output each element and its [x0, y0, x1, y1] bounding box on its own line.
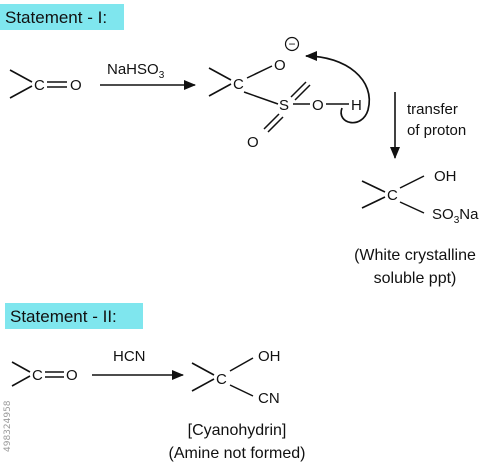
product1-bond-lower: [361, 196, 386, 209]
intermediate-hydrogen: H: [351, 97, 362, 114]
s-o-double-bond-upper-a: [290, 81, 307, 98]
proton-transfer-curved-arrow: [305, 51, 371, 124]
product2-bond-upper: [191, 362, 215, 376]
product2-c-cn-bond: [229, 384, 254, 397]
s-o-double-bond-upper-b: [294, 84, 311, 101]
reactant2-bond-lower: [11, 375, 31, 387]
product2-note-line2: (Amine not formed): [169, 445, 306, 462]
intermediate-oxygen-h: O: [312, 97, 324, 114]
product2-bond-lower: [191, 378, 215, 392]
product2-c-oh-bond: [229, 357, 254, 372]
statement-2-label-bg: [5, 303, 143, 329]
reactant2-carbon: C: [32, 367, 43, 384]
intermediate-bond-upper: [208, 67, 232, 81]
reagent-hcn: HCN: [113, 348, 146, 365]
watermark-id: 498324958: [3, 400, 13, 452]
intermediate-c-s-bond: [243, 91, 279, 105]
intermediate-carbon: C: [233, 76, 244, 93]
intermediate-bond-lower: [208, 83, 232, 97]
product2-carbon: C: [216, 371, 227, 388]
product1-sulfonate: SO3Na: [432, 206, 479, 226]
statement-2-label: Statement - II:: [10, 307, 117, 326]
transfer-label-line2: of proton: [407, 122, 466, 139]
reactant1-oxygen: O: [70, 77, 82, 94]
reagent-nahso3: NaHSO3: [107, 61, 165, 81]
intermediate-sulfur: S: [279, 97, 289, 114]
reactant1-bond-lower: [9, 85, 33, 99]
product2-hydroxyl: OH: [258, 348, 281, 365]
product2-note-line1: [Cyanohydrin]: [188, 422, 287, 439]
negative-charge-circle: [284, 36, 300, 52]
product2-cyano: CN: [258, 390, 280, 407]
product1-bond-upper: [361, 180, 386, 193]
s-o-double-bond-lower-a: [263, 113, 280, 130]
transfer-label-line1: transfer: [407, 101, 458, 118]
reactant2-bond-upper: [11, 361, 31, 373]
product1-c-oh-bond: [399, 175, 425, 189]
reactant2-oxygen: O: [66, 367, 78, 384]
product1-hydroxyl: OH: [434, 168, 457, 185]
statement-1-label: Statement - I:: [5, 8, 107, 27]
s-o-double-bond-lower-b: [267, 116, 284, 133]
intermediate-oxygen-anion: O: [274, 57, 286, 74]
intermediate-c-o-bond: [246, 65, 273, 79]
statement-1-label-bg: [0, 4, 124, 30]
intermediate-oxygen-bottom: O: [247, 134, 259, 151]
product1-note-line1: (White crystalline: [354, 247, 476, 264]
product1-note-line2: soluble ppt): [374, 270, 457, 287]
product1-carbon: C: [387, 187, 398, 204]
negative-charge-sign: −: [288, 37, 295, 51]
product1-c-so3na-bond: [399, 201, 425, 214]
reactant1-carbon: C: [34, 77, 45, 94]
reactant1-bond-upper: [9, 69, 33, 83]
